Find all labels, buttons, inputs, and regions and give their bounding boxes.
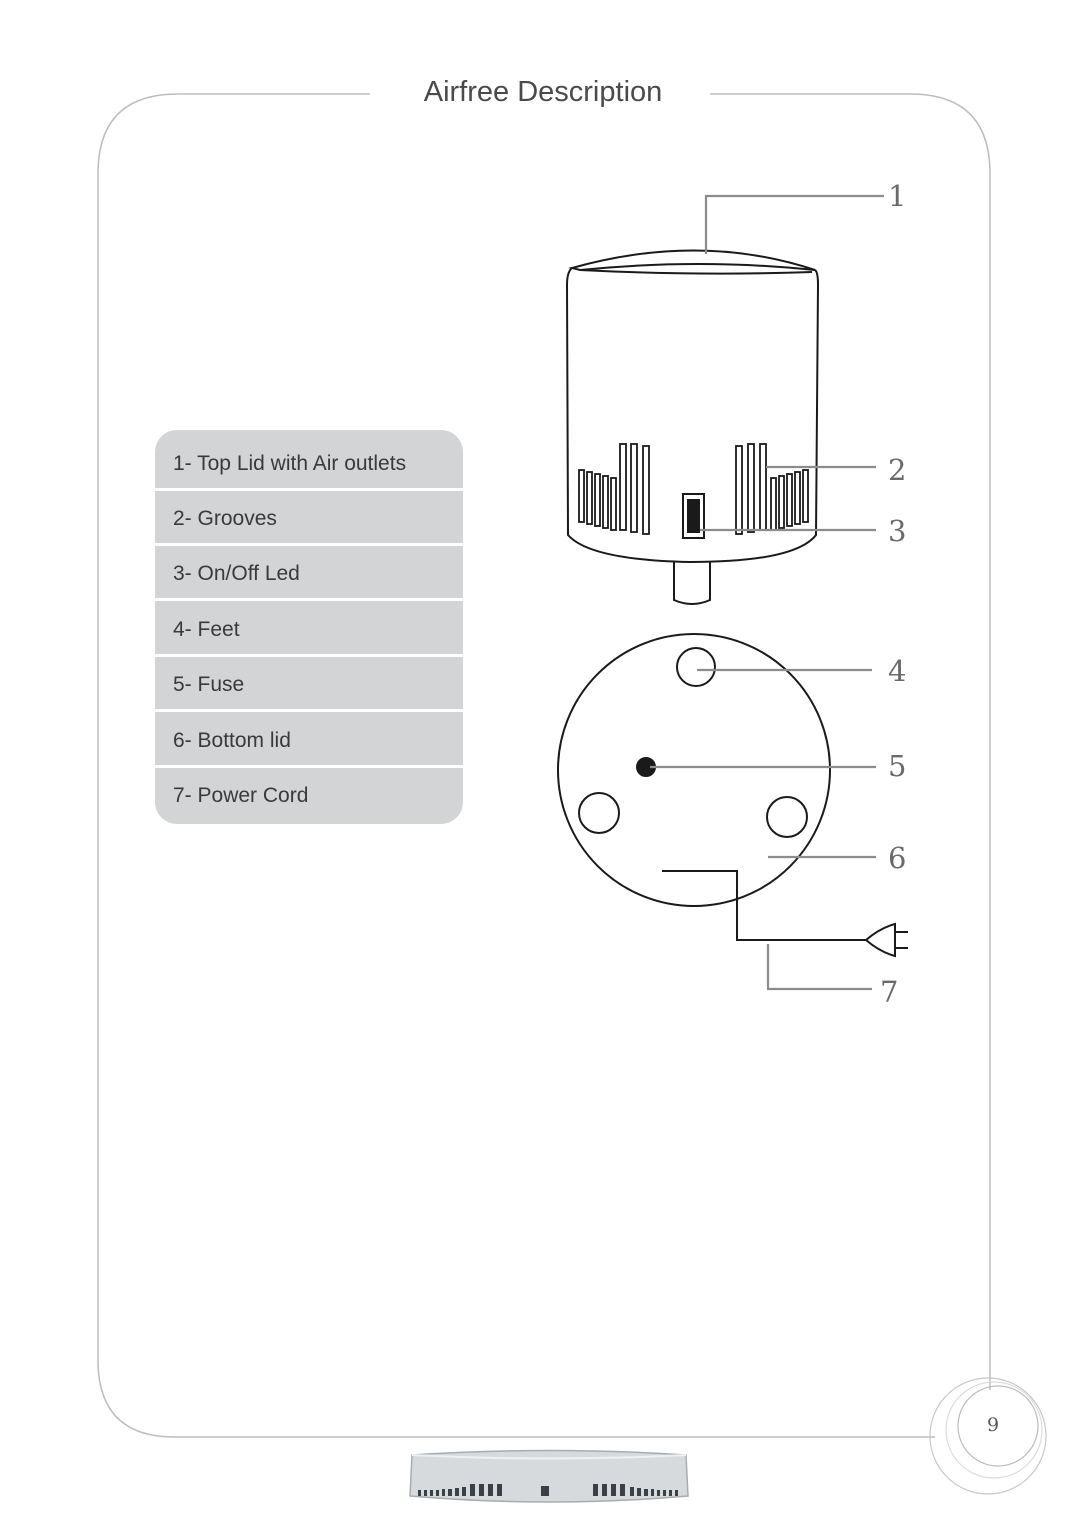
page-number: 9 <box>986 1414 1000 1436</box>
page-title: Airfree Description <box>380 72 706 112</box>
parts-legend: 1- Top Lid with Air outlets 2- Grooves 3… <box>155 430 463 824</box>
legend-item-top-lid: 1- Top Lid with Air outlets <box>155 437 463 491</box>
device-bottom-view <box>557 633 908 958</box>
device-photo-footer <box>409 1449 689 1503</box>
legend-item-power-cord: 7- Power Cord <box>173 784 309 807</box>
page-border <box>97 93 935 1438</box>
legend-item-led: 3- On/Off Led <box>155 547 463 601</box>
callout-number-5: 5 <box>888 749 907 783</box>
page-number-badge <box>929 1377 1047 1495</box>
leader-lines <box>650 194 884 991</box>
legend-item-grooves: 2- Grooves <box>155 492 463 546</box>
callout-number-7: 7 <box>880 975 899 1009</box>
legend-item-feet: 4- Feet <box>155 603 463 657</box>
callout-number-3: 3 <box>888 514 907 548</box>
legend-item-fuse: 5- Fuse <box>155 658 463 712</box>
callout-number-1: 1 <box>888 179 907 213</box>
page-border-right <box>710 93 991 1390</box>
device-side-view <box>565 249 820 605</box>
callout-number-2: 2 <box>888 453 907 487</box>
legend-item-bottom-lid: 6- Bottom lid <box>155 714 463 768</box>
callout-number-4: 4 <box>888 654 907 688</box>
callout-number-6: 6 <box>888 841 907 875</box>
